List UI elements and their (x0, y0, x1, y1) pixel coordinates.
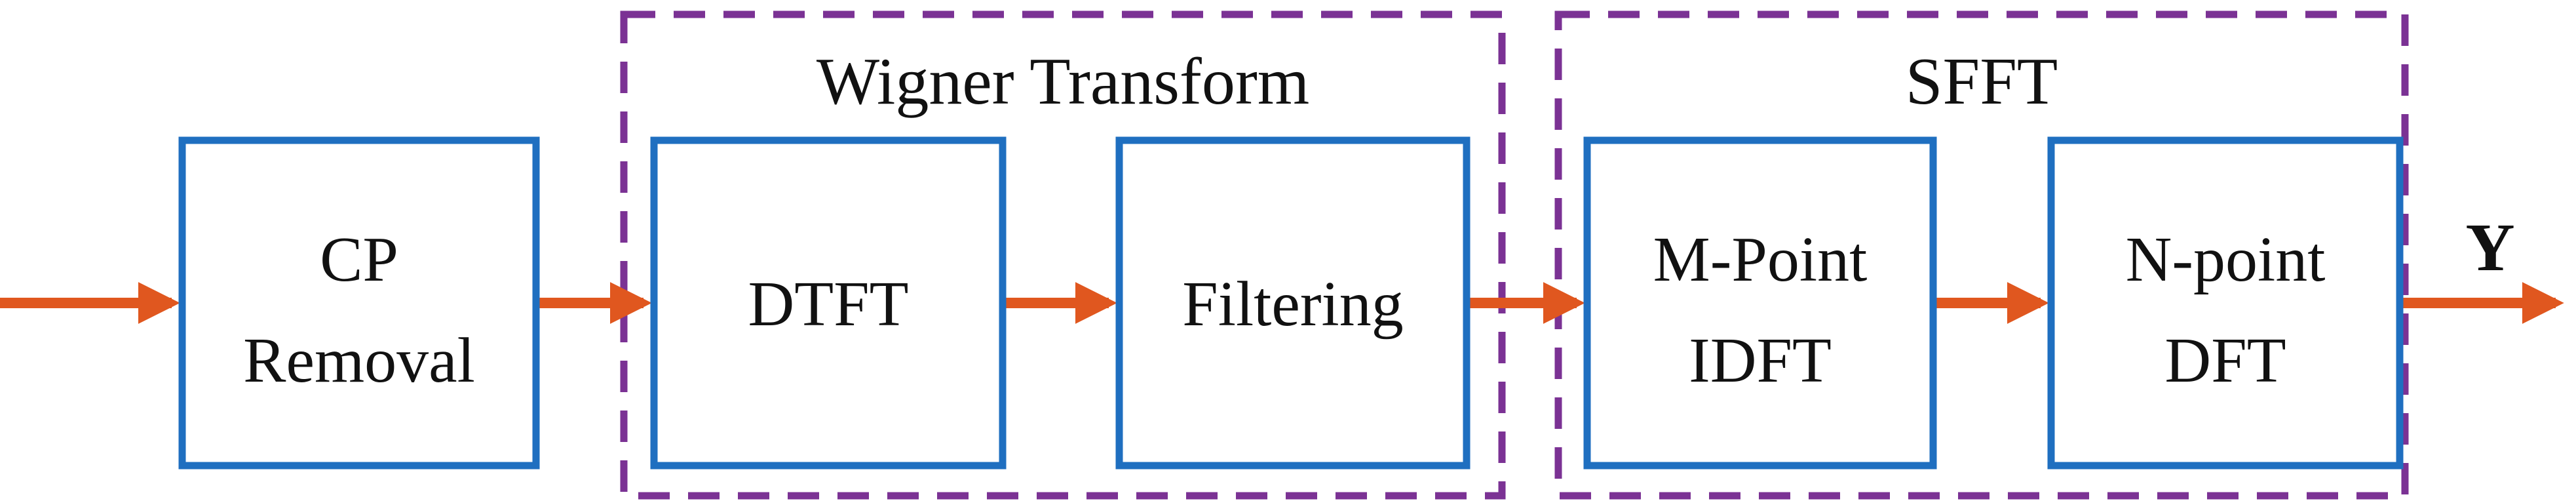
wigner-transform-group: Wigner Transform (620, 10, 1506, 500)
n-point-dft-label-line1: N-point (2126, 224, 2326, 295)
output-y-label: Y (2465, 210, 2514, 285)
dtft-label: DTFT (748, 269, 909, 340)
cp-removal-label-line1: CP (320, 224, 398, 295)
n-point-dft-label-line2: DFT (2164, 325, 2286, 396)
sfft-group-border (1554, 10, 2409, 500)
m-point-idft-block: M-Point IDFT (1583, 136, 1937, 470)
sfft-title: SFFT (1906, 45, 2058, 119)
n-point-dft-block: N-point DFT (2047, 136, 2404, 470)
cp-removal-box (178, 136, 540, 470)
dtft-block: DTFT (650, 136, 1007, 470)
dtft-box (650, 136, 1007, 470)
m-point-idft-box (1583, 136, 1937, 470)
wigner-transform-group-border (620, 10, 1506, 500)
cp-removal-block: CP Removal (178, 136, 540, 470)
m-point-idft-label-line1: M-Point (1653, 224, 1868, 295)
filtering-box (1115, 136, 1471, 470)
wigner-transform-title: Wigner Transform (817, 45, 1309, 119)
m-point-idft-label-line2: IDFT (1689, 325, 1832, 396)
cp-removal-label-line2: Removal (243, 325, 475, 396)
filtering-block: Filtering (1115, 136, 1471, 470)
sfft-group: SFFT (1554, 10, 2409, 500)
n-point-dft-box (2047, 136, 2404, 470)
filtering-label: Filtering (1182, 269, 1404, 340)
